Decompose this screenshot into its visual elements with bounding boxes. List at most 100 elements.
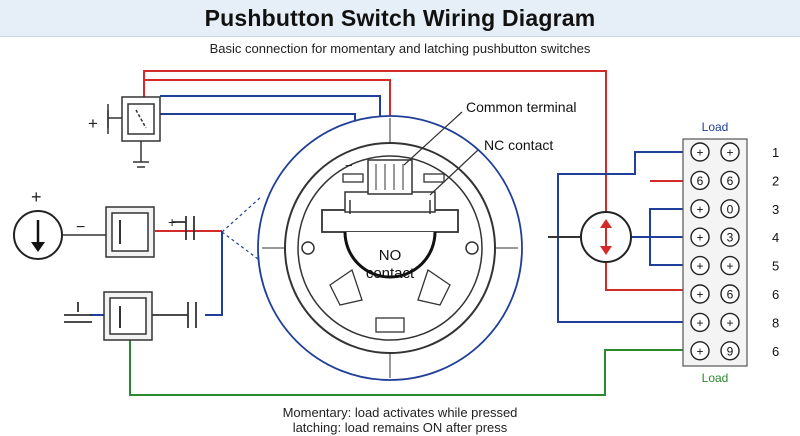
terminal-screw-left (690, 142, 710, 162)
terminal-symbol-right: + (726, 146, 733, 160)
center-minus-symbol: − (345, 158, 353, 173)
terminal-symbol-left: + (696, 202, 703, 216)
title-bar: Pushbutton Switch Wiring Diagram (0, 0, 800, 37)
terminal-screw-left (690, 227, 710, 247)
terminal-screw-right (720, 170, 740, 191)
terminal-number: 2 (772, 173, 779, 188)
power-source (13, 210, 63, 260)
right-mount-hole (465, 241, 479, 255)
terminal-symbol-right: 9 (727, 344, 734, 358)
terminal-screw-left (690, 199, 710, 219)
lower-cam-left (329, 268, 363, 306)
capacitor-lower (152, 302, 197, 328)
terminal-screw-left (690, 170, 710, 191)
terminal-block-frame (682, 138, 748, 367)
terminal-screw-right (720, 284, 740, 304)
no-contact-label-line2: contact (366, 265, 415, 282)
diagram-subtitle: Basic connection for momentary and latch… (209, 41, 591, 56)
left-terminal (342, 173, 364, 183)
terminal-symbol-left: + (696, 288, 703, 302)
cap-upper-plus: + (168, 214, 176, 230)
terminal-screw-right (720, 255, 740, 276)
terminal-row: +0 3 (690, 199, 779, 219)
top-left-switch (107, 96, 161, 168)
terminal-row: 6 6 2 (690, 170, 779, 191)
terminal-number: 1 (772, 145, 779, 160)
terminal-row: +3 4 (690, 227, 779, 247)
terminal-symbol-left: + (696, 146, 703, 160)
blue-wire-left (205, 231, 223, 316)
terminal-symbol-left: 6 (697, 174, 704, 188)
blue-wire-right-top (557, 151, 685, 323)
terminal-screw-left (690, 255, 710, 276)
terminal-symbol-left: + (696, 259, 703, 273)
terminal-screw-right (720, 227, 740, 247)
red-wire-top (143, 70, 685, 291)
common-terminal-leader (403, 111, 463, 166)
terminal-symbol-left: + (696, 316, 703, 330)
terminal-screw-left (690, 312, 710, 333)
green-wire-bottom (129, 340, 685, 396)
lower-cam-right (417, 268, 451, 306)
terminal-rows: + +1 6 6 2 +0 3 +3 4 + +5 +6 6 + +8 +9 6 (690, 142, 779, 361)
top-left-plus-symbol: + (88, 114, 98, 133)
contact-block (321, 209, 459, 233)
nc-contact-label: NC contact (484, 137, 553, 153)
terminal-screw-right (720, 312, 740, 333)
no-contact-arc (343, 231, 437, 279)
terminal-symbol-right: + (726, 259, 733, 273)
diagram-title: Pushbutton Switch Wiring Diagram (204, 4, 596, 31)
no-contact-label-line1: NO (379, 247, 402, 264)
terminal-row: +6 6 (690, 284, 779, 304)
dashed-leader-2 (221, 231, 263, 263)
terminal-symbol-right: + (726, 316, 733, 330)
center-switch-body (257, 115, 523, 381)
inner-ring-2 (297, 155, 483, 341)
terminal-screw-left (690, 284, 710, 304)
power-plus-symbol: + (31, 187, 42, 207)
pushbutton-switch-2 (103, 291, 153, 341)
down-arrow-head-icon (31, 242, 45, 252)
terminal-symbol-left: + (696, 231, 703, 245)
load-label-top: Load (702, 120, 729, 134)
right-terminal (423, 173, 445, 183)
terminal-symbol-right: 6 (727, 288, 734, 302)
terminal-screw-right (720, 341, 740, 361)
terminal-number: 6 (772, 344, 779, 359)
left-mount-hole (301, 241, 315, 255)
dashed-leader-1 (221, 195, 263, 233)
terminal-row: + +1 (690, 142, 779, 162)
capacitor-left (64, 302, 92, 323)
terminal-number: 5 (772, 259, 779, 274)
terminal-row: +9 6 (690, 341, 779, 361)
contact-housing (344, 191, 436, 213)
down-arrow-icon-red (600, 246, 612, 255)
terminal-symbol-left: + (696, 344, 703, 358)
terminal-stack (367, 159, 413, 195)
load-lamp (580, 211, 632, 263)
terminal-screw-right (720, 142, 740, 162)
terminal-number: 4 (772, 230, 779, 245)
load-label-bottom: Load (702, 371, 729, 385)
terminal-symbol-right: 0 (727, 202, 734, 216)
terminal-row: + +5 (690, 255, 779, 276)
terminal-screw-right (720, 199, 740, 219)
common-terminal-label: Common terminal (466, 99, 576, 115)
terminal-number: 3 (772, 202, 779, 217)
terminal-symbol-right: 6 (727, 174, 734, 188)
terminal-screw-left (690, 341, 710, 361)
footer: Momentary: load activates while pressed … (0, 405, 800, 435)
terminal-symbol-right: 3 (727, 231, 734, 245)
bottom-tab (375, 317, 405, 333)
footer-line-latching: latching: load remains ON after press (292, 420, 508, 435)
terminal-row: + +8 (690, 312, 779, 333)
capacitor-upper (172, 216, 195, 240)
terminal-number: 6 (772, 287, 779, 302)
terminal-number: 8 (772, 315, 779, 330)
pushbutton-switch-1 (105, 206, 155, 258)
nc-contact-leader (429, 149, 479, 196)
footer-line-momentary: Momentary: load activates while pressed (282, 405, 518, 420)
power-minus-symbol: − (76, 219, 85, 236)
up-arrow-icon (600, 219, 612, 228)
